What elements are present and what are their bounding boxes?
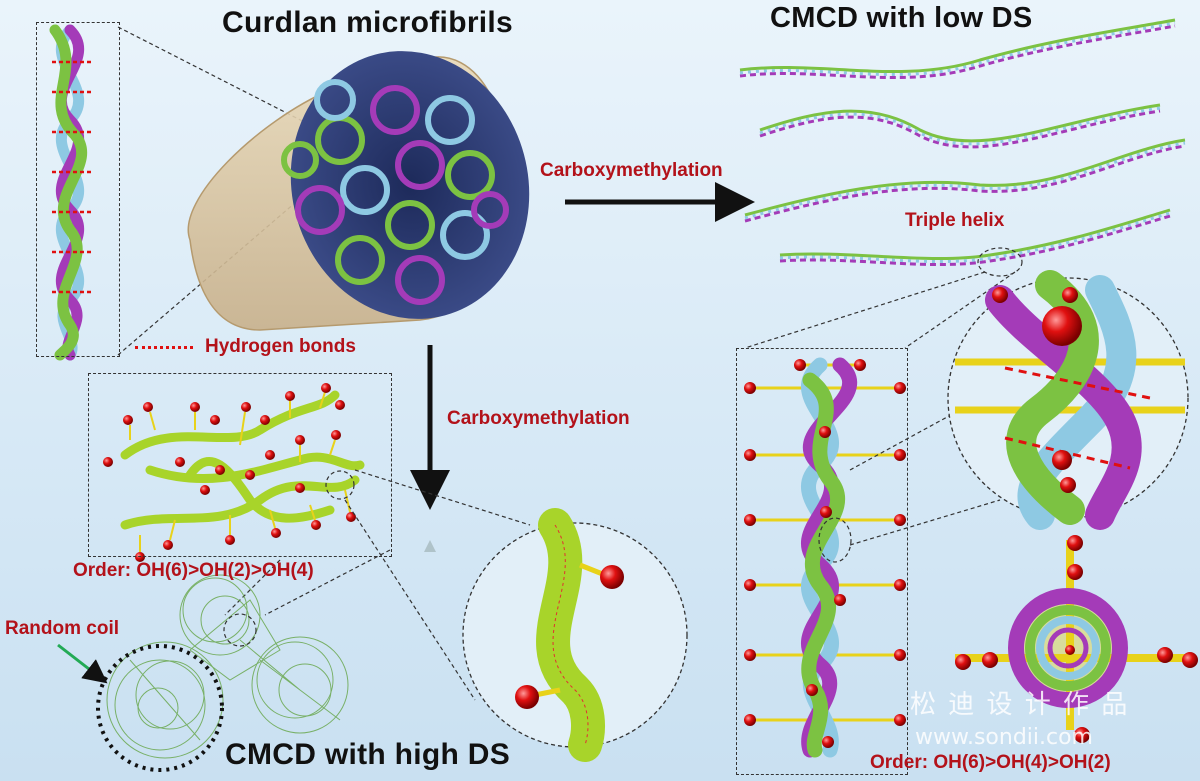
label-order-right: Order: OH(6)>OH(4)>OH(2) [870,752,1111,773]
detailed-helix-box [736,348,908,775]
hydrogen-bond-dash-icon [135,345,193,349]
helix-inset-box [36,22,120,357]
label-carboxymethylation-down: Carboxymethylation [447,408,630,429]
zoom-helix-detail [947,270,1189,530]
label-hydrogen-bonds: Hydrogen bonds [205,336,356,357]
watermark-chinese: 松 迪 设 计 作 品 [910,690,1130,720]
cmcd-structure-box [88,373,392,557]
low-ds-detailed-helix [744,357,906,758]
title-high-ds: CMCD with high DS [225,738,511,771]
label-carboxymethylation-right: Carboxymethylation [540,160,723,181]
label-triple-helix: Triple helix [905,210,1005,231]
helix-end-view [955,535,1198,743]
microfibril-cylinder [187,51,530,331]
title-low-ds: CMCD with low DS [770,2,1033,34]
cmcd-chains [120,390,365,530]
curdlan-triple-helix [49,24,92,361]
side-groups [103,383,356,562]
title-curdlan-microfibrils: Curdlan microfibrils [222,6,514,39]
zoom-single-strand [462,508,688,762]
low-ds-helices [739,18,1186,267]
random-coil-network [106,574,349,759]
random-coil-highlight [96,644,224,772]
watermark-url: www.sondii.com [915,725,1093,750]
label-random-coil: Random coil [5,618,120,639]
hydrogen-bonds-legend: Hydrogen bonds [135,336,356,358]
label-order-left: Order: OH(6)>OH(2)>OH(4) [73,560,314,581]
